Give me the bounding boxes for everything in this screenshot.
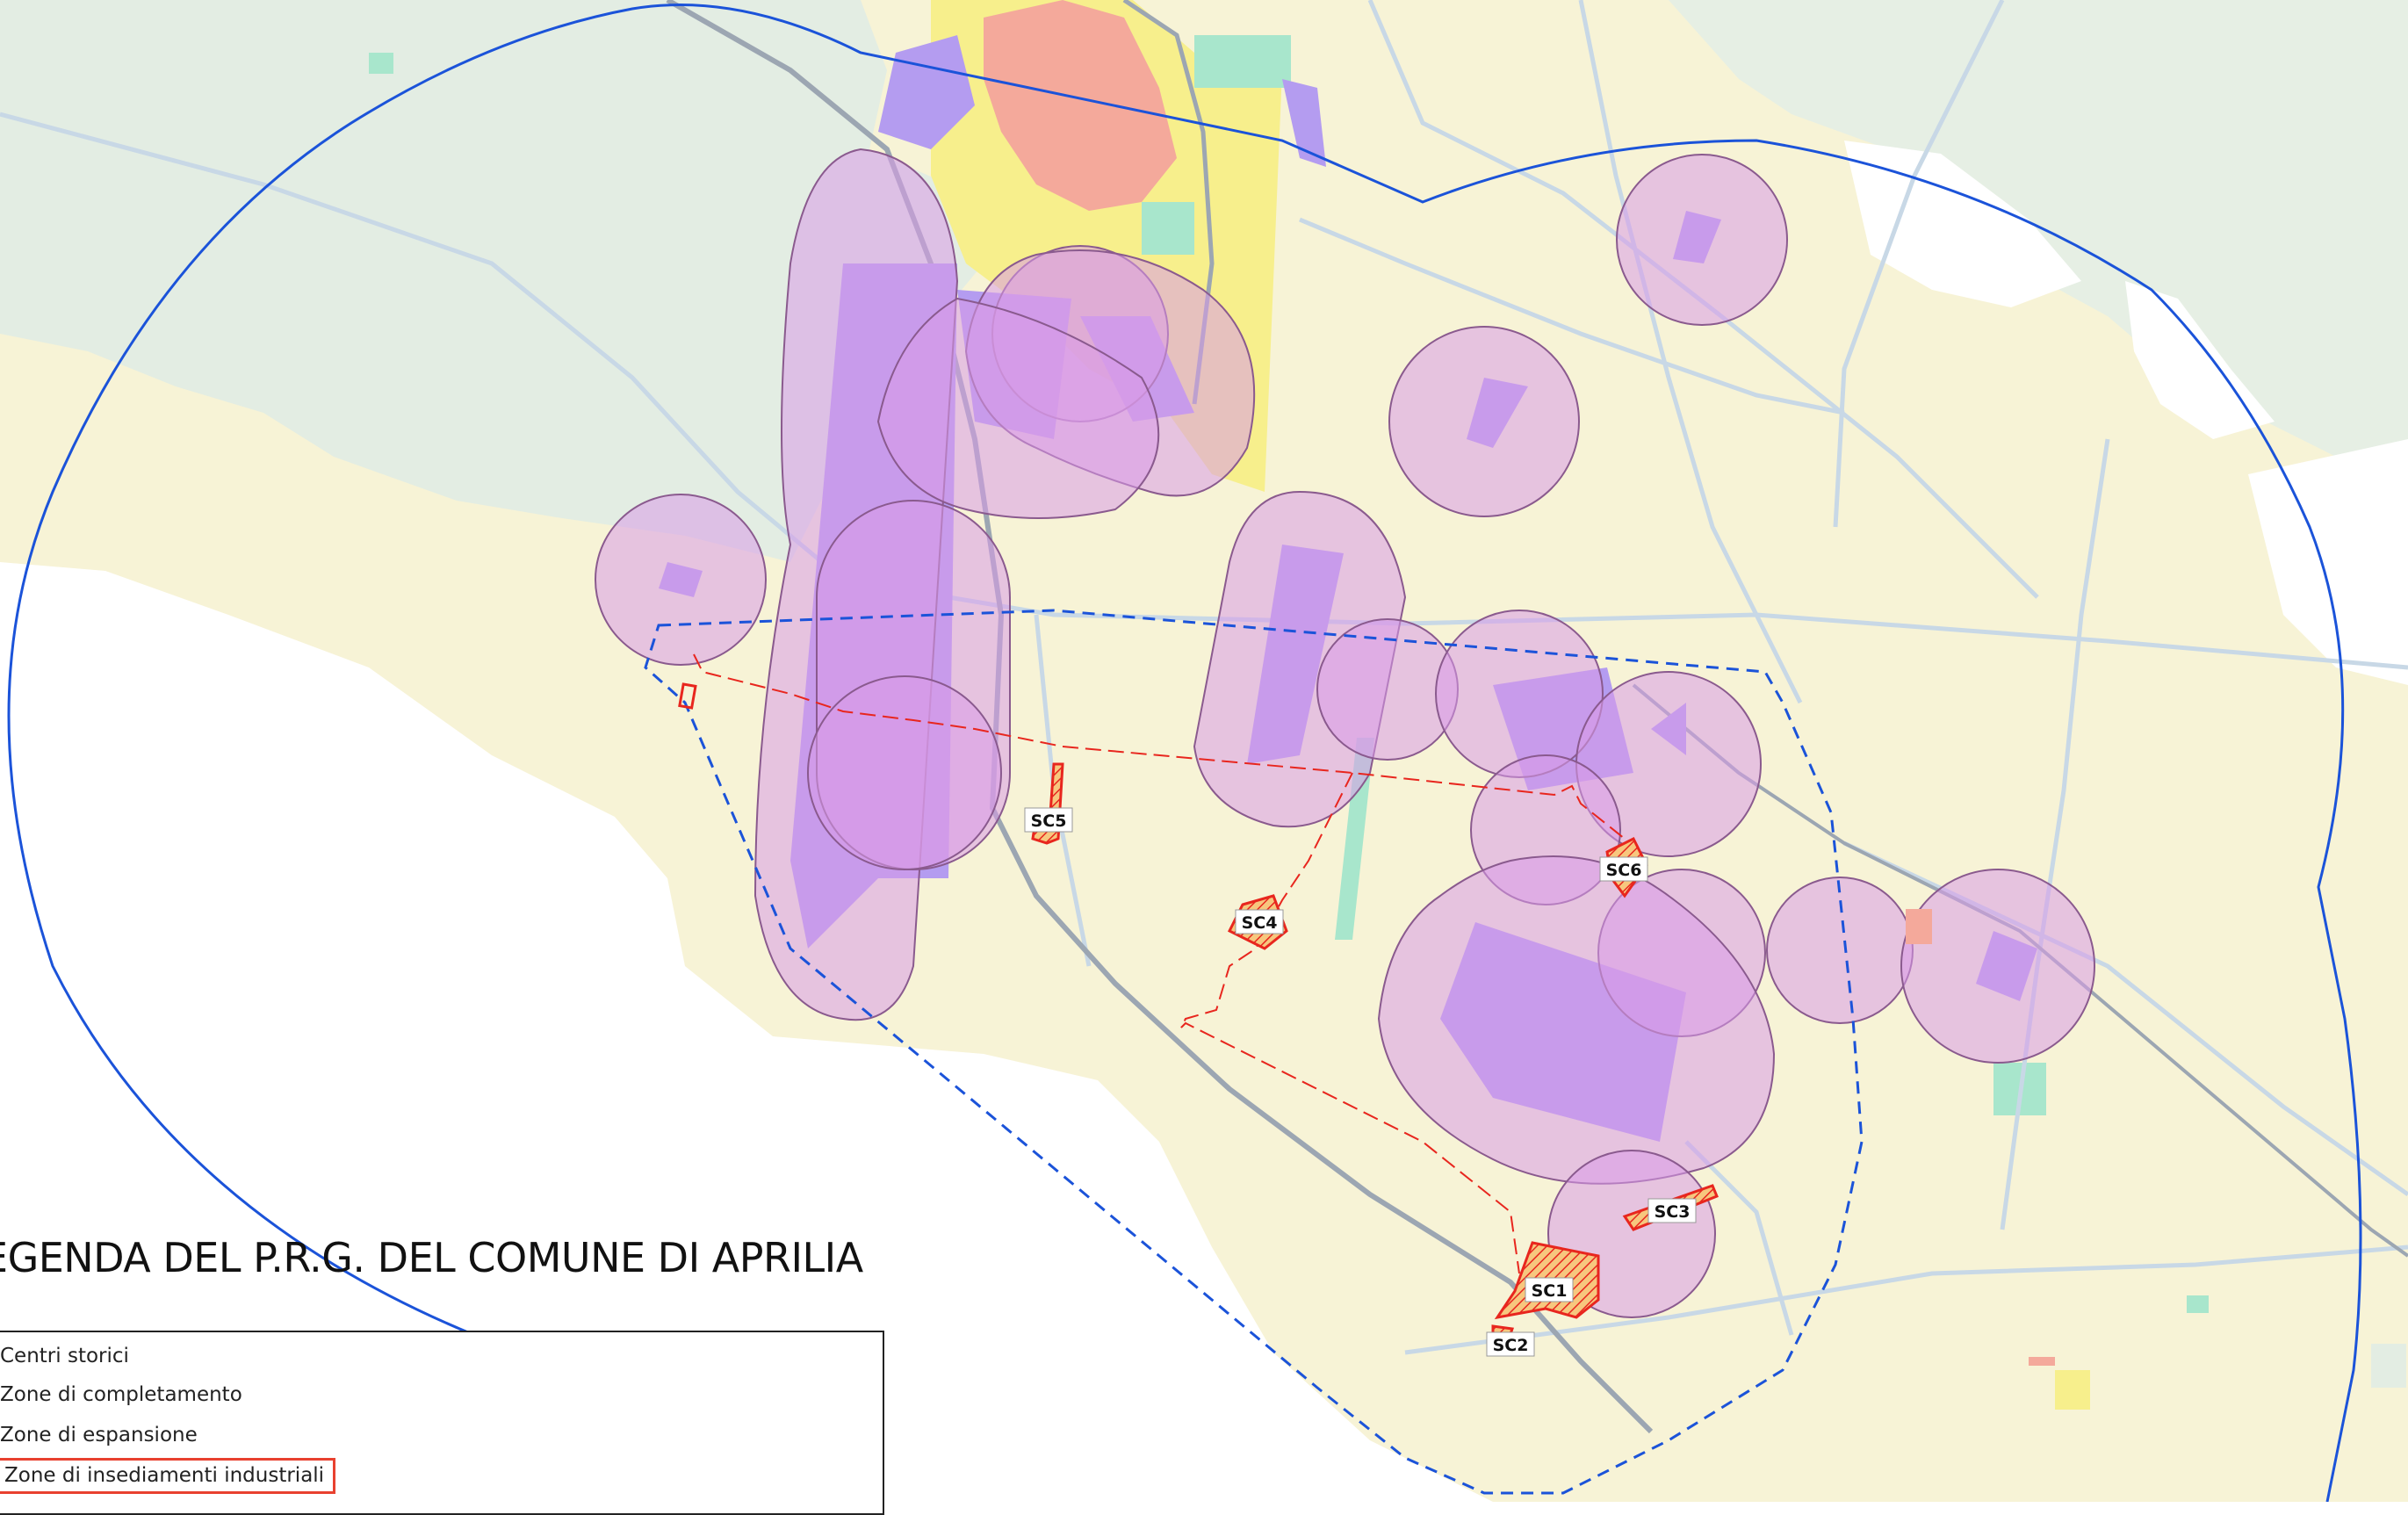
svg-text:SC2: SC2 bbox=[1493, 1336, 1529, 1355]
public-area bbox=[1142, 202, 1194, 255]
site-label-sc1: SC1 bbox=[1525, 1277, 1574, 1302]
unmapped-area bbox=[2248, 439, 2408, 685]
site-marker bbox=[678, 682, 697, 710]
historic-center bbox=[984, 0, 1177, 211]
legend-item-expansion-zones: Zone di espansione bbox=[0, 1424, 198, 1446]
minor-features bbox=[1906, 909, 2406, 1410]
unmapped-area bbox=[2125, 281, 2275, 439]
study-boundary-circle bbox=[7, 4, 2362, 1502]
legend-item-industrial-zones: Zone di insediamenti industriali bbox=[0, 1458, 336, 1494]
svg-text:SC6: SC6 bbox=[1606, 861, 1642, 880]
site-label-sc6: SC6 bbox=[1599, 856, 1648, 882]
legend-item-historic-centers: Centri storici bbox=[0, 1345, 129, 1367]
industrial-block bbox=[1282, 79, 1326, 167]
unmapped-area bbox=[0, 562, 1493, 1502]
site-labels: SC1 SC2 SC3 SC4 SC5 SC6 bbox=[1024, 807, 1697, 1357]
legend-title: EGENDA DEL P.R.G. DEL COMUNE DI APRILIA bbox=[0, 1234, 863, 1281]
dashed-perimeter bbox=[644, 609, 1864, 1495]
protection-buffers bbox=[595, 148, 2095, 1318]
legend-box: Centri storici Zone di completamento Zon… bbox=[0, 1331, 884, 1515]
svg-text:SC1: SC1 bbox=[1532, 1281, 1568, 1301]
site-label-sc2: SC2 bbox=[1486, 1331, 1535, 1357]
industrial-block bbox=[878, 35, 975, 149]
svg-text:SC3: SC3 bbox=[1655, 1202, 1691, 1222]
green-area bbox=[0, 0, 984, 562]
site-label-sc4: SC4 bbox=[1235, 909, 1284, 934]
public-area bbox=[369, 53, 393, 74]
svg-text:SC5: SC5 bbox=[1031, 812, 1067, 831]
public-area bbox=[1335, 738, 1374, 940]
svg-text:SC4: SC4 bbox=[1242, 913, 1278, 933]
legend-item-completion-zones: Zone di completamento bbox=[0, 1383, 242, 1406]
connection-line bbox=[693, 653, 1634, 857]
public-area bbox=[1194, 35, 1291, 88]
site-label-sc5: SC5 bbox=[1024, 807, 1073, 833]
unmapped-area bbox=[1844, 141, 2081, 307]
connection-line bbox=[1180, 772, 1520, 1274]
site-label-sc3: SC3 bbox=[1647, 1198, 1697, 1223]
